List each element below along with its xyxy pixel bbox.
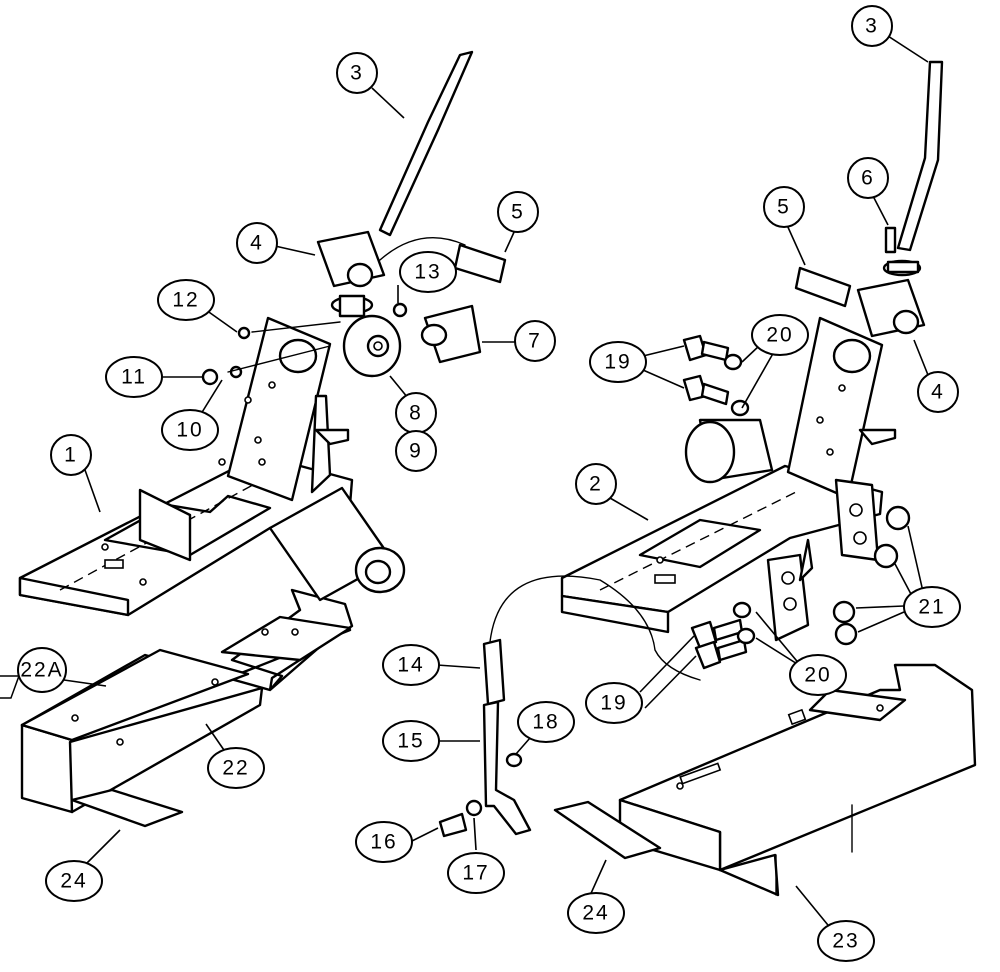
svg-text:20: 20 [766, 324, 793, 347]
svg-text:14: 14 [397, 654, 424, 677]
svg-text:24: 24 [582, 902, 609, 925]
callout-22A: 22A [17, 647, 67, 693]
lever-left [330, 50, 474, 318]
callout-15: 15 [382, 720, 440, 762]
svg-text:5: 5 [511, 201, 525, 224]
svg-text:3: 3 [350, 62, 364, 85]
callout-13: 13 [399, 251, 457, 293]
upright-plate-left [138, 316, 350, 562]
screw-right [884, 226, 897, 254]
bolts-upper-right [682, 334, 750, 417]
callout-22: 22 [207, 747, 265, 789]
svg-text:23: 23 [832, 930, 859, 953]
svg-text:22A: 22A [20, 659, 63, 682]
callout-12: 12 [157, 279, 215, 321]
strip-left [70, 788, 184, 828]
callout-11: 11 [105, 356, 163, 398]
callout-6: 6 [847, 157, 889, 199]
handle-lever [482, 700, 532, 836]
svg-text:20: 20 [804, 664, 831, 687]
callout-5-right: 5 [763, 186, 805, 228]
callout-3-left: 3 [336, 52, 378, 94]
svg-text:9: 9 [409, 440, 423, 463]
block-left [316, 230, 386, 288]
bolts-lower-right [690, 601, 756, 670]
leader-lines [63, 35, 931, 931]
callout-19-lower: 19 [585, 682, 643, 724]
callout-18: 18 [517, 701, 575, 743]
callout-9: 9 [395, 430, 437, 472]
handle-grip [482, 575, 701, 706]
svg-text:11: 11 [121, 366, 147, 389]
svg-text:12: 12 [172, 289, 199, 312]
nuts-right [832, 505, 911, 646]
callout-21: 21 [903, 586, 961, 628]
callout-4-left: 4 [236, 222, 278, 264]
pin-left [379, 237, 507, 284]
svg-text:10: 10 [176, 419, 203, 442]
callout-16: 16 [355, 821, 413, 863]
callout-17: 17 [447, 852, 505, 894]
cover-plate-left [0, 588, 354, 814]
small-hardware-left [201, 302, 408, 386]
tube-left [268, 486, 406, 602]
svg-text:5: 5 [777, 196, 791, 219]
handle-hardware [438, 752, 523, 838]
svg-text:8: 8 [409, 402, 423, 425]
cover-plate-right [618, 663, 977, 897]
callout-2: 2 [575, 463, 617, 505]
svg-text:7: 7 [528, 330, 542, 353]
svg-text:1: 1 [64, 444, 78, 467]
svg-text:6: 6 [861, 167, 875, 190]
callout-10: 10 [161, 409, 219, 451]
lever-right [882, 60, 944, 277]
callout-7: 7 [514, 320, 556, 362]
svg-text:13: 13 [414, 261, 441, 284]
pin-right [794, 266, 852, 308]
frame-base-right [560, 464, 884, 634]
svg-text:15: 15 [397, 730, 424, 753]
tube-right [684, 418, 774, 484]
callout-19-upper: 19 [589, 341, 647, 383]
svg-text:3: 3 [865, 15, 879, 38]
bracket-left [420, 304, 482, 364]
strip-right [553, 800, 662, 860]
callout-1: 1 [50, 434, 92, 476]
callout-5-left: 5 [497, 191, 539, 233]
svg-text:16: 16 [370, 831, 397, 854]
callout-23: 23 [817, 920, 875, 962]
callout-24-left: 24 [45, 860, 103, 902]
svg-text:19: 19 [600, 692, 627, 715]
svg-text:19: 19 [604, 351, 631, 374]
svg-text:4: 4 [250, 232, 264, 255]
callout-20-upper: 20 [751, 314, 809, 356]
svg-text:18: 18 [532, 711, 559, 734]
svg-text:4: 4 [931, 381, 945, 404]
callout-8: 8 [395, 392, 437, 434]
callout-4-right: 4 [917, 371, 959, 413]
svg-text:22: 22 [222, 757, 249, 780]
side-bracket-right [766, 478, 880, 642]
svg-text:17: 17 [462, 862, 489, 885]
callout-20-lower: 20 [789, 654, 847, 696]
disc-left [342, 314, 402, 378]
svg-text:24: 24 [60, 870, 87, 893]
callout-24-right: 24 [567, 892, 625, 934]
upright-plate-right [786, 316, 897, 500]
svg-text:2: 2 [589, 473, 603, 496]
callout-14: 14 [382, 644, 440, 686]
callout-3-right: 3 [851, 5, 893, 47]
block-right [856, 278, 926, 338]
svg-text:21: 21 [918, 596, 945, 619]
